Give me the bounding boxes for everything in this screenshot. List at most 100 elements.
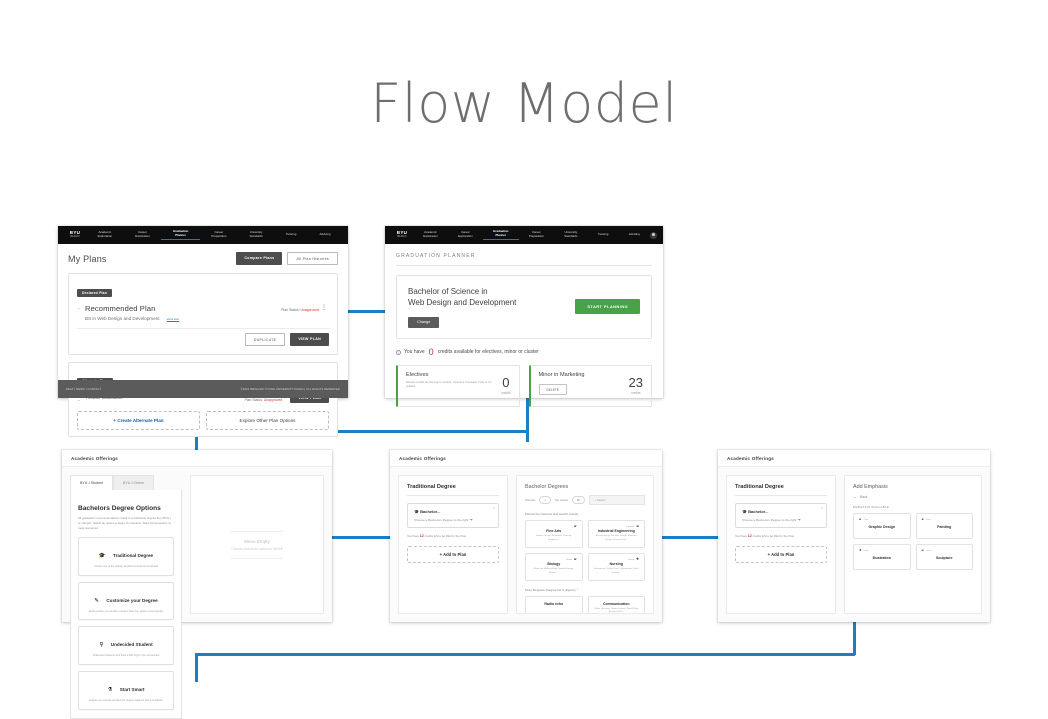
byu-logo[interactable]: BYU IDAHO xyxy=(64,230,86,238)
plus-icon[interactable]: ✚ xyxy=(859,548,862,552)
nav-item-advising-2[interactable]: Advising xyxy=(628,232,640,237)
degree-card[interactable]: Group ✚ Nursing Emergency, Critical Care… xyxy=(587,553,645,581)
nav-item-career-preparation-2[interactable]: Career Preparation xyxy=(528,230,544,238)
screenshot-bachelor-degrees: Academic Offerings Traditional Degree × … xyxy=(390,450,662,622)
chevron-down-icon[interactable]: ⌄ xyxy=(77,396,81,402)
view-tour-link[interactable]: view tour xyxy=(166,316,180,321)
close-icon[interactable]: × xyxy=(493,505,495,510)
credits-left-number-2: 12 xyxy=(747,533,752,538)
degree-card[interactable]: Radio echo xyxy=(525,596,583,613)
nav-item-career-exploration[interactable]: Career Exploration xyxy=(135,230,150,238)
add-to-plan-button[interactable]: + Add to Plan xyxy=(407,545,499,563)
nav-item-university-standards-2[interactable]: University Standards xyxy=(564,230,578,238)
chip-subtitle-2: Choose a Bachelors Degree to the right ➝ xyxy=(742,516,801,522)
nav-item-graduation-planner-2[interactable]: Graduation Planner xyxy=(482,230,519,240)
bookmark-icon[interactable]: ▰ xyxy=(636,524,639,528)
emphasis-card[interactable]: ▰ Core Painting xyxy=(915,513,973,539)
close-icon[interactable]: × xyxy=(821,505,823,510)
chevron-up-icon[interactable]: ⌃ xyxy=(77,307,81,312)
start-planning-button[interactable]: START PLANNING xyxy=(575,299,640,315)
delete-minor-button[interactable]: DELETE xyxy=(538,384,567,396)
emphasis-bar-title: Academic Offerings xyxy=(718,450,990,467)
option-traditional-degree[interactable]: 🎓 Traditional Degree Choose one of the a… xyxy=(78,536,174,576)
add-to-plan-button-2[interactable]: + Add to Plan xyxy=(735,545,827,563)
divider xyxy=(735,495,827,496)
selected-degree-chip[interactable]: × 🎓 Bachelor... Choose a Bachelors Degre… xyxy=(407,502,499,528)
info-icon: i xyxy=(396,349,401,355)
traditional-degree-title: Traditional Degree xyxy=(407,484,456,490)
bookmark-icon[interactable]: ▰ xyxy=(921,548,924,552)
create-alternate-plan-button[interactable]: + Create Alternate Plan xyxy=(77,411,200,431)
degree-card[interactable]: Communication Public Relations, Media Co… xyxy=(587,596,645,613)
degree-title: Bachelor of Science in Web Design and De… xyxy=(408,286,516,309)
graduation-cap-icon: 🎓 xyxy=(98,552,106,559)
option-undecided-student[interactable]: ⚲ Undecided Student Undecided students w… xyxy=(78,626,174,666)
nav-item-tutoring[interactable]: Tutoring xyxy=(285,232,297,237)
page-title: Flow Model xyxy=(370,72,678,135)
degree-card[interactable]: ▰ Fine Arts Graphic Design, Illustration… xyxy=(525,520,583,548)
bookmark-icon[interactable]: ▰ xyxy=(921,517,924,521)
bookmark-icon[interactable]: ▰ xyxy=(859,517,862,521)
filter-top-results-label: Top results xyxy=(554,498,568,502)
plus-icon[interactable]: ✚ xyxy=(636,557,639,561)
tab-byui-student[interactable]: BYU-I Student xyxy=(70,475,113,490)
view-plan-button[interactable]: VIEW PLAN xyxy=(290,333,329,347)
tile-electives[interactable]: Electives Elective credits are the way t… xyxy=(396,364,520,407)
degree-card[interactable]: Capacity ▰ Industrial Engineering Manufa… xyxy=(587,520,645,548)
kebab-menu-icon[interactable]: ⋮ xyxy=(321,305,327,311)
status-label: Plan Status: xyxy=(281,308,300,312)
add-emphasis-title: Add Emphasis xyxy=(853,484,888,490)
search-input[interactable]: ⌕ Search xyxy=(588,495,645,505)
nav-item-academic-exploration[interactable]: Academic Exploration xyxy=(97,230,113,238)
nav-item-advising[interactable]: Advising xyxy=(319,232,331,237)
emphasis-card[interactable]: ▰ Core Graphic Design xyxy=(853,513,911,539)
nav-item-career-exploration-2[interactable]: Career Exploration xyxy=(458,230,473,238)
nav-item-career-preparation[interactable]: Career Preparation xyxy=(211,230,227,238)
more-degrees-label[interactable]: More Degrees (Degree list 5 objects) ⌃ xyxy=(525,588,580,592)
more-degree-grid: Radio echo Communication Public Relation… xyxy=(525,596,645,613)
filter-top-results-pill[interactable]: 15 xyxy=(571,496,585,504)
option-start-smart[interactable]: ⚗ Start Smart Explore our courses and be… xyxy=(78,671,174,710)
degree-hero-text: Bachelor of Science in Web Design and De… xyxy=(408,286,516,329)
graduation-planner-body: GRADUATION PLANNER Bachelor of Science i… xyxy=(385,244,663,416)
credits-note-pre: You have xyxy=(404,349,425,356)
bachelors-degree-options-description: All graduation recommendations result in… xyxy=(78,516,172,530)
chevron-up-icon: ⌃ xyxy=(576,588,580,592)
degree-card-name: Industrial Engineering xyxy=(597,529,635,534)
tab-byui-online[interactable]: BYU-I Online xyxy=(112,475,154,490)
byu-logo-subtext: IDAHO xyxy=(70,235,80,238)
degree-card[interactable]: Group ▰ Biology Molecular, Anthropology,… xyxy=(525,553,583,581)
degrees-right-pane: Bachelor Degrees Interests + Top results… xyxy=(516,475,654,614)
emphasis-card[interactable]: ✚ Core Illustration xyxy=(853,544,911,570)
all-plan-histories-button[interactable]: All Plan Histories xyxy=(287,252,338,265)
nav-item-tutoring-2[interactable]: Tutoring xyxy=(597,232,609,237)
explore-other-plan-options-button[interactable]: Explore Other Plan Options xyxy=(206,411,329,431)
declared-plan-main: Recommended Plan BS in Web Design and De… xyxy=(85,304,281,321)
selected-degree-chip-2[interactable]: × 🎓 Bachelor... Choose a Bachelors Degre… xyxy=(735,502,827,528)
emphasis-card-tag: Core xyxy=(863,518,869,521)
emphasis-inner: Traditional Degree × 🎓 Bachelor... Choos… xyxy=(718,467,990,622)
emphasis-left-pane: Traditional Degree × 🎓 Bachelor... Choos… xyxy=(726,475,836,614)
filter-interests-pill[interactable]: + xyxy=(539,496,551,504)
compare-plans-button[interactable]: Compare Plans xyxy=(236,252,283,265)
emphasis-card[interactable]: ▰ Core Sculpture xyxy=(915,544,973,570)
byu-logo-2[interactable]: BYU IDAHO xyxy=(391,230,413,238)
duplicate-button[interactable]: DUPLICATE xyxy=(244,333,286,347)
back-button[interactable]: ← Back xyxy=(853,494,973,499)
bookmark-icon[interactable]: ▰ xyxy=(573,557,577,561)
tile-minor[interactable]: Minor in Marketing DELETE 23 credits xyxy=(528,364,652,407)
user-avatar-icon[interactable] xyxy=(650,231,657,239)
alternate-plan-panel: Alternate Plan ⌄ Theater Education Plan … xyxy=(68,362,338,438)
page-footer: HELP | NEWS | CONTACT ©2021 BRIGHAM YOUN… xyxy=(58,380,348,398)
option-customize-degree[interactable]: ✎ Customize your Degree Explore where yo… xyxy=(78,581,174,621)
nav-item-graduation-planner[interactable]: Graduation Planner xyxy=(161,230,200,240)
change-degree-button[interactable]: Change xyxy=(408,316,440,328)
degree-card-desc: Graphic Design, Illustration, Painting, … xyxy=(535,535,572,541)
nav-item-university-standards[interactable]: University Standards xyxy=(249,230,263,238)
degree-card-name: Radio echo xyxy=(544,602,564,606)
my-plans-header: My Plans Compare Plans All Plan Historie… xyxy=(68,252,338,265)
nav-item-academic-exploration-2[interactable]: Academic Exploration xyxy=(423,230,438,238)
footer-links[interactable]: HELP | NEWS | CONTACT xyxy=(66,387,102,391)
emphasis-section-label: EMPHASIS AVAILABLE xyxy=(853,505,890,509)
bookmark-icon[interactable]: ▰ xyxy=(573,524,577,528)
